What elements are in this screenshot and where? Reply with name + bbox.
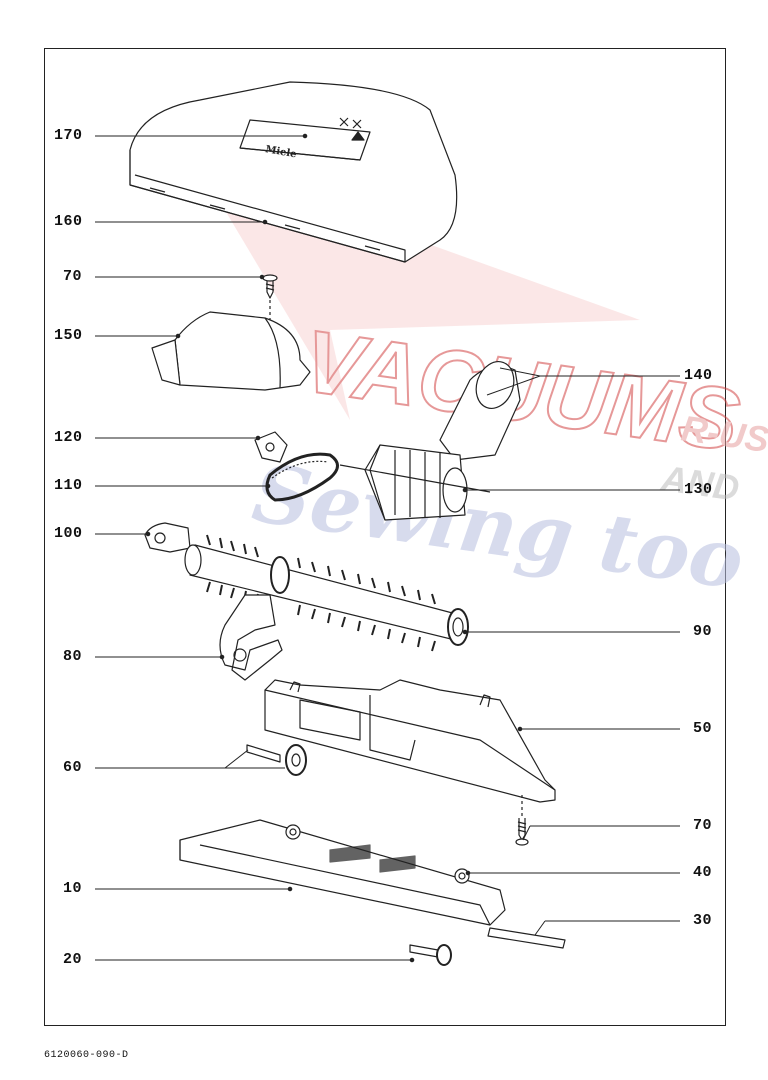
callout-60: 60 <box>63 759 83 776</box>
brush-end-cap-left <box>144 522 191 553</box>
callout-90: 90 <box>693 623 713 640</box>
callout-100: 100 <box>54 525 83 542</box>
callout-10: 10 <box>63 880 83 897</box>
callout-120: 120 <box>54 429 83 446</box>
callout-150: 150 <box>54 327 83 344</box>
small-wheel <box>409 944 452 966</box>
callout-70-bottom: 70 <box>693 817 713 834</box>
screw-top <box>262 274 278 330</box>
turbine-unit <box>339 361 521 521</box>
callout-130: 130 <box>684 481 713 498</box>
document-code: 6120060-090-D <box>44 1050 129 1061</box>
watermark-line1: VACUUMS <box>297 311 745 470</box>
callout-50: 50 <box>693 720 713 737</box>
callout-30: 30 <box>693 912 713 929</box>
belt-cover <box>151 311 311 391</box>
diagram-frame <box>44 48 726 1026</box>
sole-plate <box>179 819 506 926</box>
callout-110: 110 <box>54 477 83 494</box>
callout-70-top: 70 <box>63 268 83 285</box>
side-bracket <box>219 594 283 681</box>
drive-belt <box>265 452 339 502</box>
base-frame <box>264 679 556 803</box>
leader-lines <box>95 133 680 963</box>
wheel-and-axle <box>246 744 307 776</box>
callout-80: 80 <box>63 648 83 665</box>
gear-part <box>254 431 288 463</box>
callout-140: 140 <box>684 367 713 384</box>
guide-rod <box>487 927 566 949</box>
callout-40: 40 <box>693 864 713 881</box>
screw-bottom <box>515 795 529 846</box>
callout-20: 20 <box>63 951 83 968</box>
top-cover <box>129 81 458 263</box>
callout-160: 160 <box>54 213 83 230</box>
top-cover-brand-text: Miele <box>264 144 297 160</box>
callout-170: 170 <box>54 127 83 144</box>
